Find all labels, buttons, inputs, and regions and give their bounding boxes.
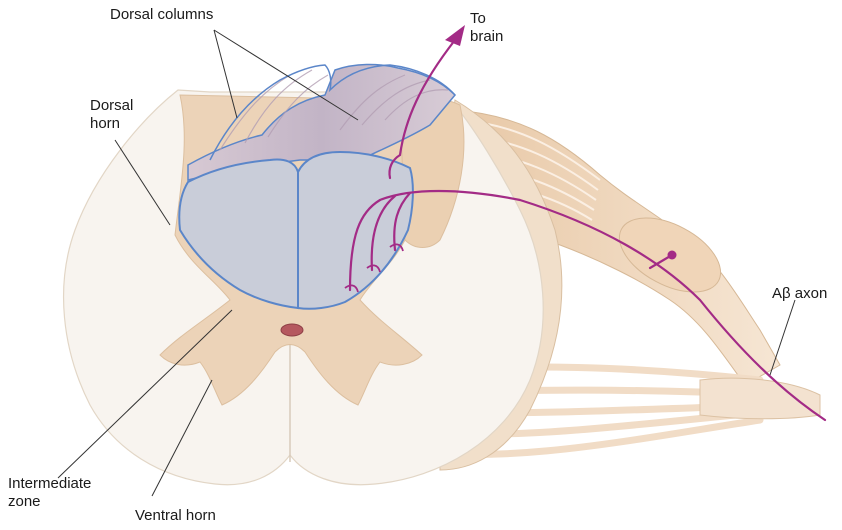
label-to-brain-line1: To (470, 10, 486, 28)
cell-body (668, 251, 677, 260)
label-dorsal-columns: Dorsal columns (110, 6, 213, 24)
label-ventral-horn: Ventral horn (135, 507, 216, 525)
label-dorsal-horn-line2: horn (90, 115, 120, 133)
label-abeta-axon: Aβ axon (772, 285, 827, 303)
ventral-root (700, 378, 820, 419)
to-brain-arrowhead (445, 25, 465, 46)
label-intermediate-zone-line2: zone (8, 493, 41, 511)
label-to-brain-line2: brain (470, 28, 503, 46)
label-intermediate-zone-line1: Intermediate (8, 475, 91, 493)
label-dorsal-horn-line1: Dorsal (90, 97, 133, 115)
central-canal (281, 324, 303, 336)
